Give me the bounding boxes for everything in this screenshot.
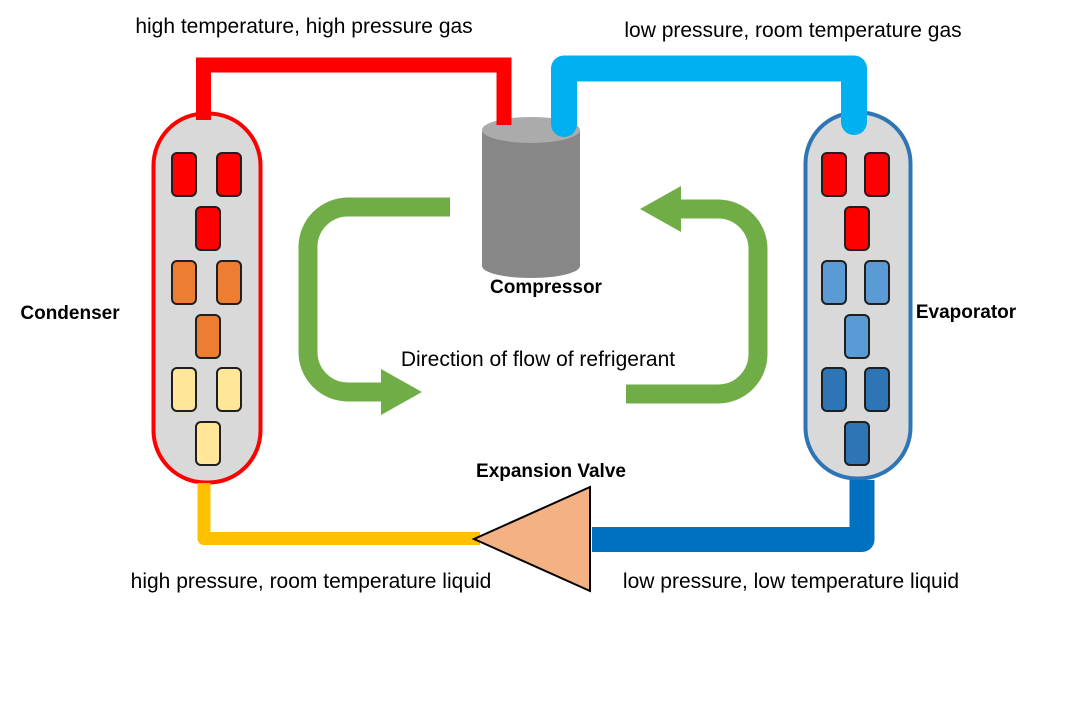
flow-arrow-right-head — [640, 186, 681, 232]
evaporator-block-light_blue — [864, 260, 890, 305]
condenser-block-pale_yellow — [195, 421, 221, 466]
evaporator-blocks — [821, 152, 890, 466]
label-evaporator: Evaporator — [916, 302, 1017, 323]
condenser-block-red — [216, 152, 242, 197]
compressor-cylinder-body — [482, 130, 580, 278]
condenser-block-orange — [171, 260, 197, 305]
label-high-pressure-room-temp-liquid: high pressure, room temperature liquid — [131, 570, 492, 593]
evaporator-block-red — [821, 152, 847, 197]
condenser-block-pale_yellow — [171, 367, 197, 412]
condenser-blocks — [171, 152, 242, 466]
evaporator-block-light_blue — [844, 314, 870, 359]
evaporator-block-dark_blue — [844, 421, 870, 466]
flow-arrow-right-curve — [626, 199, 768, 404]
condenser-block-red — [195, 206, 221, 251]
label-condenser: Condenser — [20, 303, 120, 324]
pipe-evaporator-to-expansion-valve — [592, 480, 875, 552]
pipe-evaporator-to-compressor — [551, 55, 867, 137]
pipe-compressor-to-condenser — [196, 57, 512, 125]
evaporator-block-dark_blue — [864, 367, 890, 412]
label-low-pressure-room-temp-gas: low pressure, room temperature gas — [624, 19, 961, 42]
label-flow-direction: Direction of flow of refrigerant — [401, 348, 675, 371]
evaporator-block-red — [864, 152, 890, 197]
label-expansion-valve: Expansion Valve — [476, 461, 626, 482]
label-high-temp-high-pressure-gas: high temperature, high pressure gas — [135, 15, 472, 38]
condenser-block-pale_yellow — [216, 367, 242, 412]
evaporator-block-red — [844, 206, 870, 251]
label-compressor: Compressor — [490, 277, 603, 298]
evaporator-block-light_blue — [821, 260, 847, 305]
condenser-block-orange — [195, 314, 221, 359]
evaporator-block-dark_blue — [821, 367, 847, 412]
flow-arrow-left-head — [381, 369, 422, 415]
flow-arrow-left-curve — [298, 197, 450, 402]
condenser-block-orange — [216, 260, 242, 305]
expansion-valve-triangle — [471, 485, 591, 593]
pipe-condenser-to-expansion-valve — [197, 483, 480, 545]
condenser-block-red — [171, 152, 197, 197]
label-low-pressure-low-temp-liquid: low pressure, low temperature liquid — [623, 570, 959, 593]
